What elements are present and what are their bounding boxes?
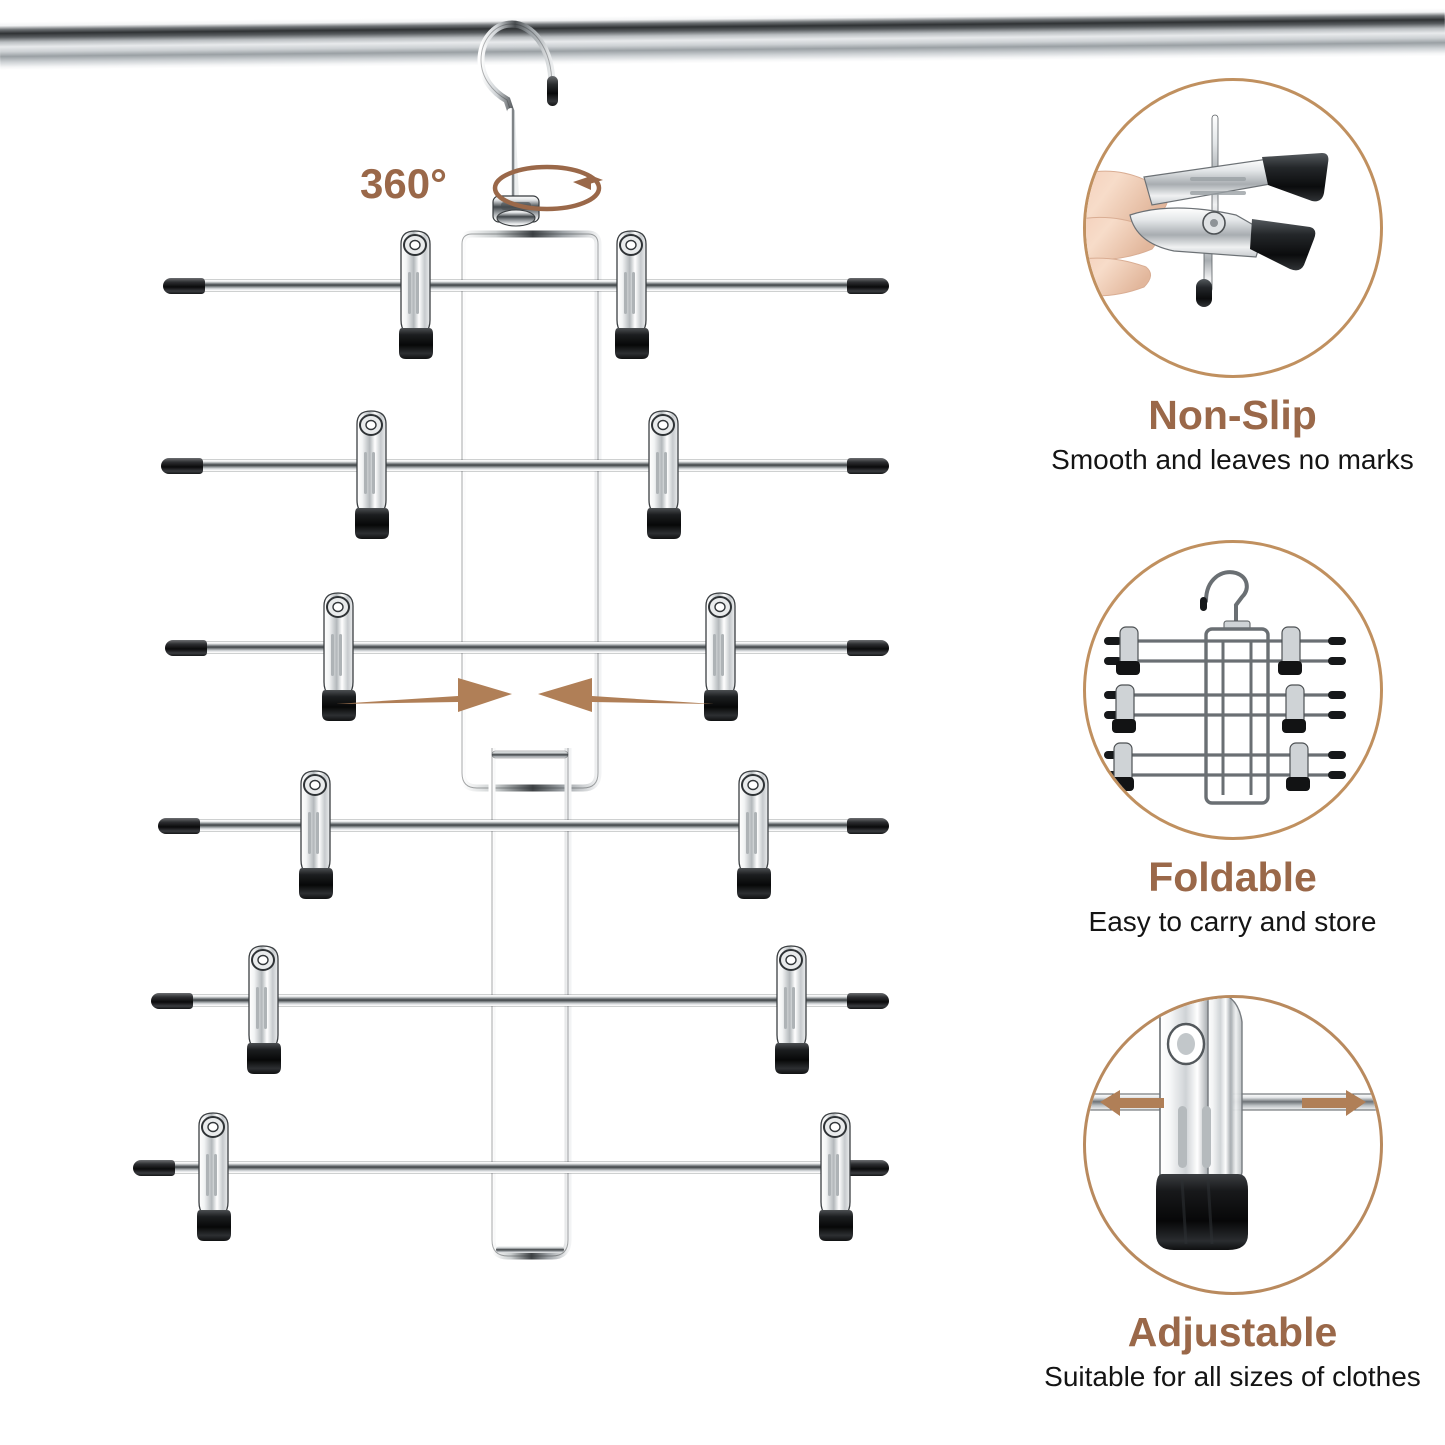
feature-foldable: Foldable Easy to carry and store — [1020, 540, 1445, 939]
bar-end-cap-left — [133, 1160, 175, 1176]
metal-clip-icon — [240, 943, 288, 1078]
hanger-bar — [140, 1162, 880, 1173]
rotation-360-icon — [487, 160, 607, 214]
hanger-tier — [0, 1112, 1020, 1252]
rotation-label: 360° — [360, 160, 447, 207]
hanger-bar — [158, 995, 880, 1006]
bar-end-cap-right — [847, 640, 889, 656]
metal-clip-icon — [697, 590, 745, 725]
feature-subtitle: Easy to carry and store — [1088, 906, 1377, 938]
hanger-bar — [168, 460, 880, 471]
hanger-bar — [165, 820, 880, 831]
hanger-tier — [0, 770, 1020, 910]
hanger-tier — [0, 230, 1020, 370]
bar-end-cap-right — [847, 818, 889, 834]
feature-image-adjustable — [1082, 995, 1383, 1295]
metal-clip-icon — [812, 1110, 860, 1245]
feature-image-non-slip — [1082, 78, 1383, 378]
bar-end-cap-left — [165, 640, 207, 656]
bar-end-cap-right — [847, 1160, 889, 1176]
hand-holding-icon — [1085, 114, 1328, 307]
feature-title: Non-Slip — [1148, 392, 1317, 438]
feature-subtitle: Suitable for all sizes of clothes — [1044, 1361, 1421, 1393]
metal-clip-icon — [640, 408, 688, 543]
bar-end-cap-left — [151, 993, 193, 1009]
product-illustration-panel: 360° — [0, 20, 1020, 1268]
hanger-tier — [0, 410, 1020, 550]
hanger-tier — [0, 592, 1020, 732]
metal-clip-icon — [315, 590, 363, 725]
feature-title: Adjustable — [1127, 1309, 1338, 1355]
metal-clip-icon — [768, 943, 816, 1078]
feature-non-slip: Non-Slip Smooth and leaves no marks — [1020, 78, 1445, 477]
feature-callout-column: Non-Slip Smooth and leaves no marks — [1020, 0, 1445, 1445]
bar-end-cap-left — [163, 278, 205, 294]
metal-clip-icon — [392, 228, 440, 363]
hanger-bar — [172, 642, 880, 653]
feature-subtitle: Smooth and leaves no marks — [1051, 444, 1414, 476]
bar-end-cap-left — [161, 458, 203, 474]
metal-clip-icon — [730, 768, 778, 903]
bar-end-cap-right — [847, 278, 889, 294]
metal-clip-icon — [348, 408, 396, 543]
folded-hanger-icon — [1103, 570, 1346, 805]
clip-slide-arrows — [330, 660, 720, 730]
feature-title: Foldable — [1148, 854, 1317, 900]
hanger-bar — [170, 280, 880, 291]
feature-adjustable: Adjustable Suitable for all sizes of clo… — [1020, 995, 1445, 1394]
metal-clip-icon — [292, 768, 340, 903]
bar-end-cap-right — [847, 458, 889, 474]
bar-end-cap-left — [158, 818, 200, 834]
hanger-tier — [0, 945, 1020, 1085]
metal-clip-icon — [190, 1110, 238, 1245]
bar-end-cap-right — [847, 993, 889, 1009]
metal-clip-icon — [608, 228, 656, 363]
feature-image-foldable — [1082, 540, 1383, 840]
adjustable-clip-icon — [1085, 998, 1380, 1250]
hanger-center-frame — [440, 228, 620, 1268]
